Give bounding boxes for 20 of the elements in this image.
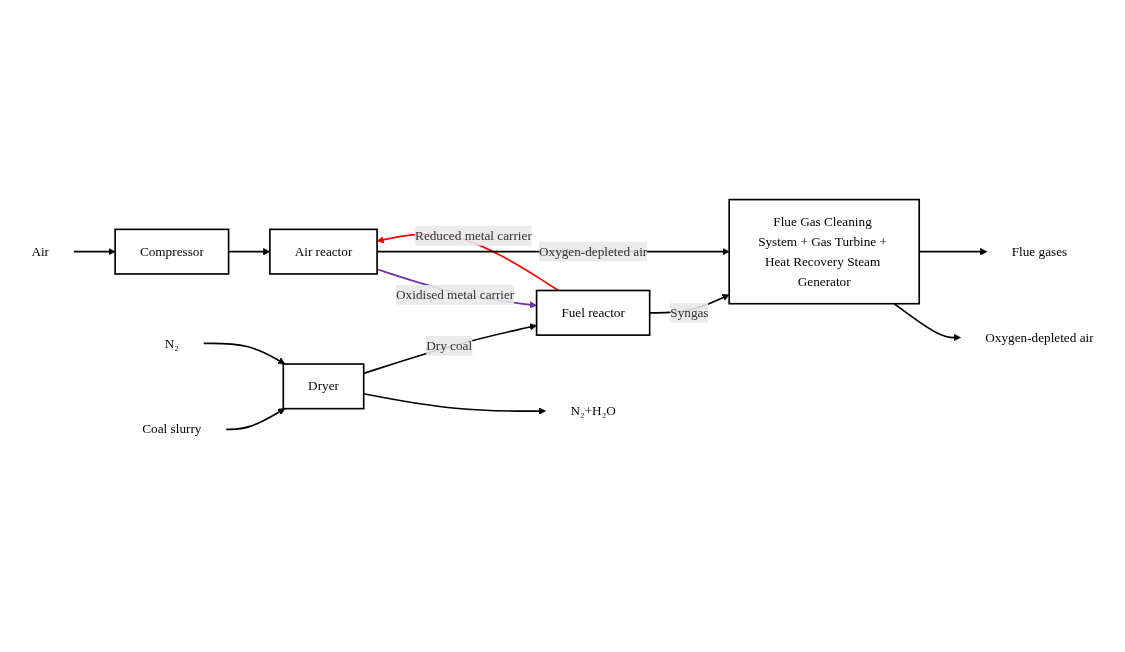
node-box: Fuel reactor xyxy=(535,290,651,337)
node-box: Flue Gas Cleaning System + Gas Turbine + Heat Recovery Steam Generator xyxy=(728,199,921,305)
node-text: Coal slurry xyxy=(142,422,202,437)
edge-label: Oxidised metal carrier xyxy=(396,287,515,302)
edge-label: Reduced metal carrier xyxy=(415,228,532,243)
edge-label: Oxygen-depleted air xyxy=(538,244,648,259)
arrow xyxy=(73,248,116,256)
arrow xyxy=(225,408,286,431)
node-text: N₂ xyxy=(164,336,179,351)
edge-label: Dry coal xyxy=(426,338,473,353)
node-box: Air reactor xyxy=(269,228,378,276)
arrow xyxy=(893,303,961,342)
node-text: Oxygen-depleted air xyxy=(985,330,1094,345)
node-text: Flue gases xyxy=(1011,244,1068,259)
edge-label: Syngas xyxy=(670,305,709,320)
node-text: Air xyxy=(31,244,50,259)
node-box: Compressor xyxy=(114,228,230,276)
arrow xyxy=(202,342,286,365)
node-box: Dryer xyxy=(282,363,365,410)
node-text: N₂+H₂O xyxy=(570,404,616,419)
